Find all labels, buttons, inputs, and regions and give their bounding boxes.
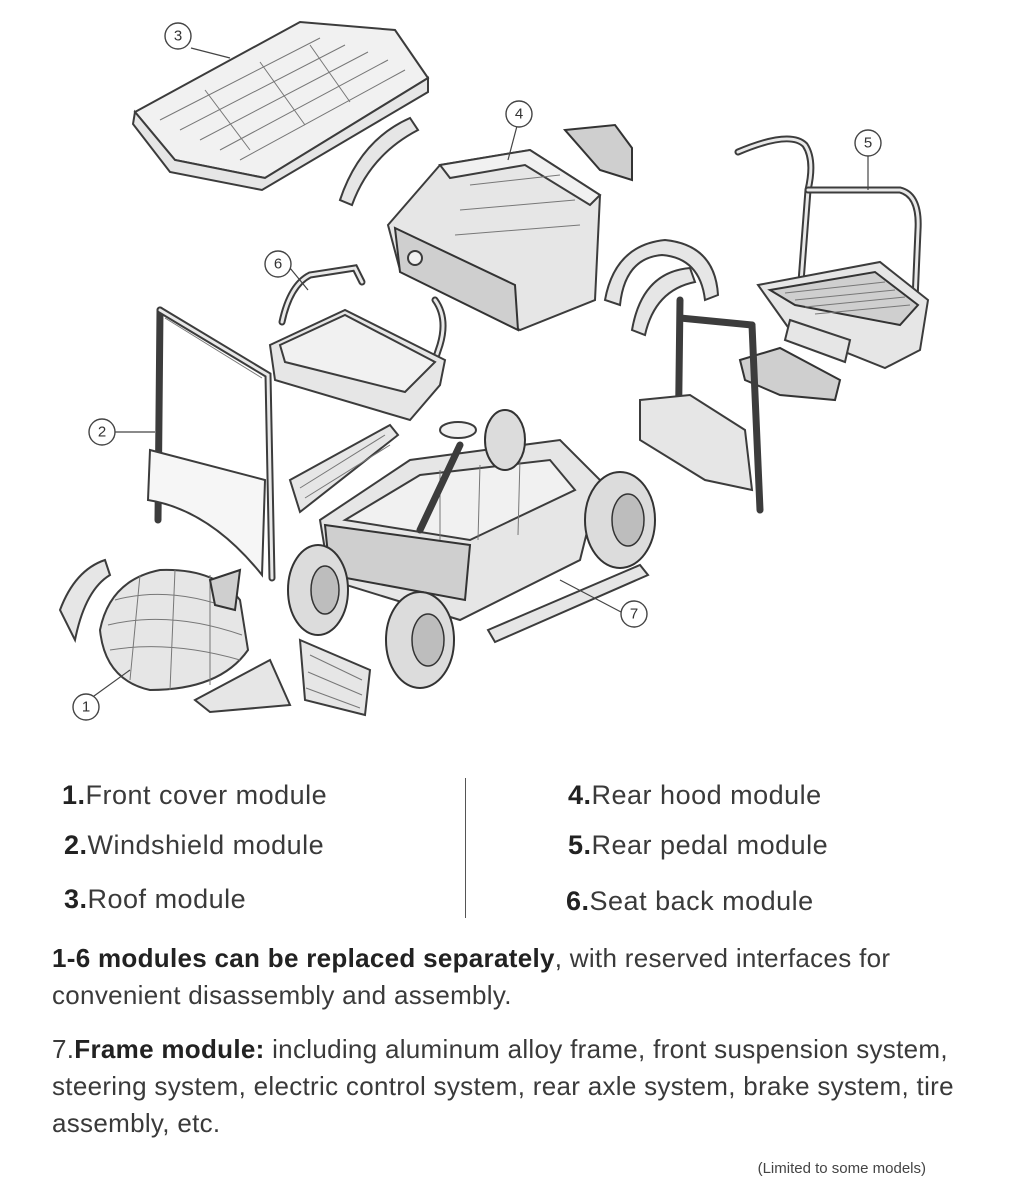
replaceable-modules-heading: 1-6 modules can be replaced separately <box>52 943 555 973</box>
roof-module-illustration <box>131 20 430 192</box>
svg-text:2: 2 <box>98 424 106 441</box>
rear-pedal-module-illustration <box>734 135 930 370</box>
legend-label: Rear pedal module <box>591 830 829 860</box>
windshield-module-illustration <box>146 306 276 582</box>
legend-number: 5. <box>568 830 592 860</box>
legend-label: Windshield module <box>87 830 325 860</box>
legend-divider <box>465 778 466 918</box>
legend-number: 2. <box>64 830 88 860</box>
frame-module-illustration <box>287 296 842 689</box>
legend-label: Seat back module <box>589 886 814 916</box>
leader-lines <box>93 47 869 697</box>
seat-back-module-illustration <box>268 264 447 514</box>
legend-number: 3. <box>64 884 88 914</box>
callout-3: 3 <box>164 22 192 50</box>
callout-7: 7 <box>620 600 648 628</box>
callout-1: 1 <box>72 693 100 721</box>
frame-module-text: including aluminum alloy frame, front su… <box>52 1034 954 1138</box>
footnote: (Limited to some models) <box>757 1160 926 1177</box>
svg-text:6: 6 <box>274 256 282 273</box>
legend-number: 6. <box>566 886 590 916</box>
replaceable-modules-text: , with reserved interfaces for convenien… <box>52 943 891 1010</box>
legend-label: Roof module <box>87 884 247 914</box>
legend-label: Front cover module <box>85 780 328 810</box>
frame-module-number: 7. <box>52 1034 75 1064</box>
callout-6: 6 <box>264 250 292 278</box>
exploded-view-diagram: 3 4 5 6 2 7 1 <box>58 20 930 721</box>
legend-number: 1. <box>62 780 86 810</box>
frame-module-heading: Frame module: <box>74 1034 265 1064</box>
legend-label: Rear hood module <box>591 780 822 810</box>
callout-4: 4 <box>505 100 533 128</box>
svg-text:1: 1 <box>82 699 90 716</box>
frame-module-note: 7.Frame module: including aluminum alloy… <box>52 1031 992 1142</box>
svg-text:3: 3 <box>174 28 182 45</box>
svg-text:4: 4 <box>515 106 523 123</box>
legend-number: 4. <box>568 780 592 810</box>
legend-item-windshield: 2.Windshield module <box>64 830 324 861</box>
callout-5: 5 <box>854 129 882 157</box>
replaceable-modules-note: 1-6 modules can be replaced separately, … <box>52 940 992 1014</box>
rear-hood-module-illustration <box>338 116 720 337</box>
legend-item-rear-pedal: 5.Rear pedal module <box>568 830 828 861</box>
svg-text:5: 5 <box>864 135 872 152</box>
svg-text:7: 7 <box>630 606 638 623</box>
legend-item-roof: 3.Roof module <box>64 884 246 915</box>
legend-item-seat-back: 6.Seat back module <box>566 886 814 917</box>
front-cover-module-illustration <box>58 558 372 717</box>
legend-item-rear-hood: 4.Rear hood module <box>568 780 822 811</box>
legend-item-front-cover: 1.Front cover module <box>62 780 327 811</box>
callout-2: 2 <box>88 418 116 446</box>
